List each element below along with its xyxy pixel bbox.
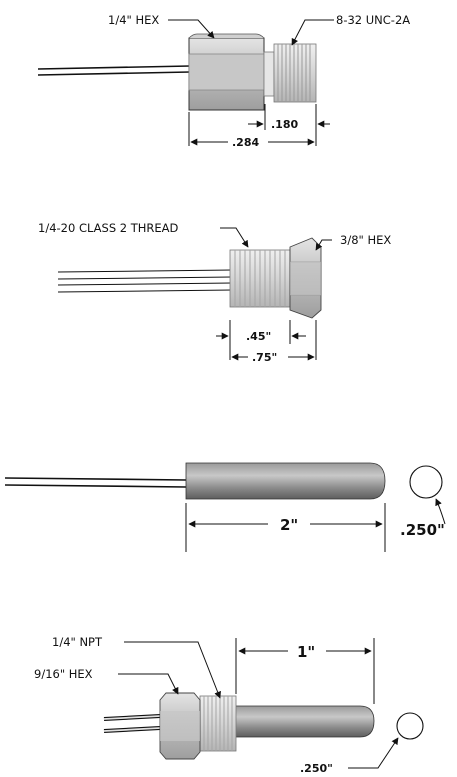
d1-dim-small: .180 [271, 118, 298, 131]
d4-hex-body [159, 692, 201, 760]
d1-hex-body [188, 33, 265, 111]
d2-hex-label: 3/8" HEX [340, 233, 391, 247]
d1-thread-label: 8-32 UNC-2A [336, 13, 410, 27]
d2-leaders [220, 227, 332, 251]
d2-dimension-lines [216, 320, 317, 361]
d1-hex-label: 1/4" HEX [108, 13, 159, 27]
d3-length-label: 2" [280, 516, 298, 534]
diagram-1-sensor: 1/4" HEX 8-32 UNC-2A .180 .284 [37, 13, 410, 149]
d4-length-label: 1" [297, 643, 315, 661]
d3-rod [185, 462, 386, 500]
d1-lead-wires [37, 65, 191, 76]
d3-lead-wires [4, 477, 187, 488]
d1-thread-stub [263, 43, 317, 103]
d4-dimension-lines [235, 638, 375, 704]
d4-npt-thread [199, 695, 237, 752]
d2-thread-body [229, 249, 291, 308]
diagram-2-sensor: 1/4-20 CLASS 2 THREAD 3/8" HEX .45" .75" [38, 221, 391, 364]
d1-leaders [168, 19, 334, 46]
d3-diameter-label: .250" [400, 521, 445, 539]
d3-end-circle [409, 465, 443, 499]
d4-end-circle [396, 712, 424, 740]
d2-hex-nut [289, 237, 322, 319]
d2-dim-small: .45" [246, 330, 271, 343]
d4-npt-label: 1/4" NPT [52, 635, 103, 649]
d4-leaders [118, 641, 399, 769]
d1-dimension-lines [188, 104, 330, 146]
d4-rod [234, 705, 375, 738]
d2-dim-total: .75" [252, 351, 277, 364]
d2-lead-wires [57, 269, 233, 293]
d2-thread-label: 1/4-20 CLASS 2 THREAD [38, 221, 179, 235]
d4-diameter-label: .250" [300, 762, 333, 775]
d3-dimension-lines [185, 498, 446, 552]
diagram-4-npt-sensor: 1/4" NPT 9/16" HEX 1" .250" [34, 635, 424, 775]
d4-hex-label: 9/16" HEX [34, 667, 93, 681]
d4-lead-wires [103, 714, 161, 733]
d1-dim-total: .284 [232, 136, 259, 149]
diagram-3-cartridge: 2" .250" [4, 462, 446, 552]
